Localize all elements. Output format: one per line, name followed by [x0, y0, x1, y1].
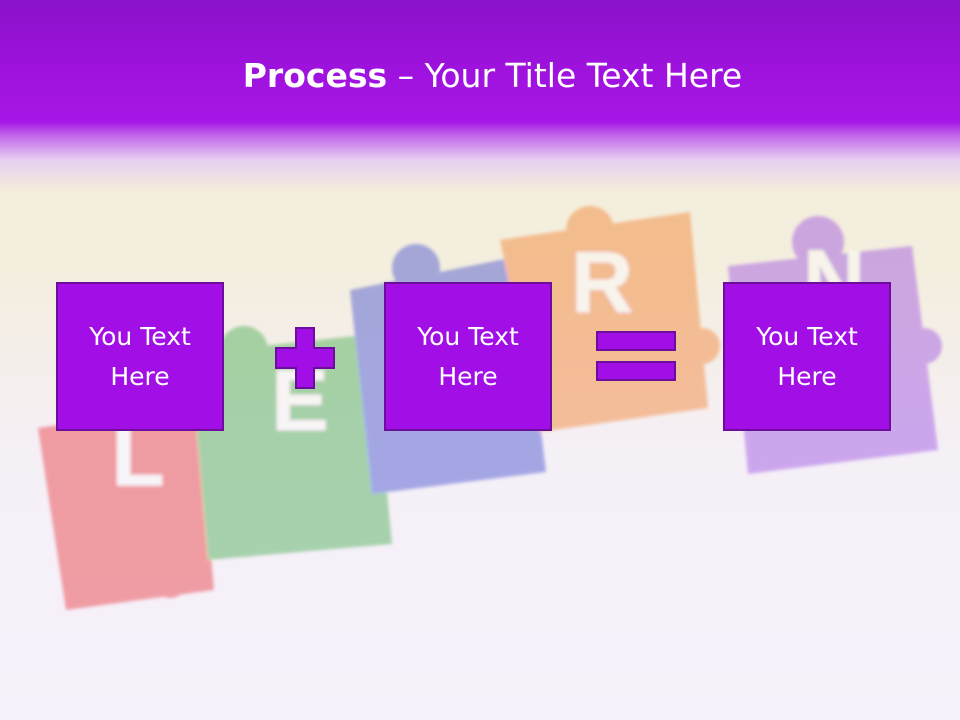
process-box-1-line-1: You Text	[89, 321, 191, 351]
process-box-3-line-1: You Text	[756, 321, 858, 351]
header-band	[0, 0, 960, 190]
process-box-2-line-2: Here	[438, 361, 498, 391]
process-box-3-line-2: Here	[777, 361, 837, 391]
process-box-2: You Text Here	[384, 282, 552, 431]
process-box-1: You Text Here	[56, 282, 224, 431]
puzzle-piece-e: E	[190, 326, 392, 560]
process-box-3: You Text Here	[723, 282, 891, 431]
puzzle-letter-r: R	[571, 235, 633, 331]
slide-title: Process – Your Title Text Here	[0, 54, 960, 98]
slide-title-rest: – Your Title Text Here	[387, 56, 743, 95]
process-box-1-line-2: Here	[110, 361, 170, 391]
equals-icon	[596, 331, 676, 383]
slide-title-strong: Process	[242, 56, 388, 95]
plus-icon	[275, 327, 335, 389]
equals-bar-top	[596, 331, 676, 351]
equals-bar-bottom	[596, 361, 676, 381]
process-box-2-line-1: You Text	[417, 321, 519, 351]
puzzle-piece-l: L	[38, 404, 214, 610]
